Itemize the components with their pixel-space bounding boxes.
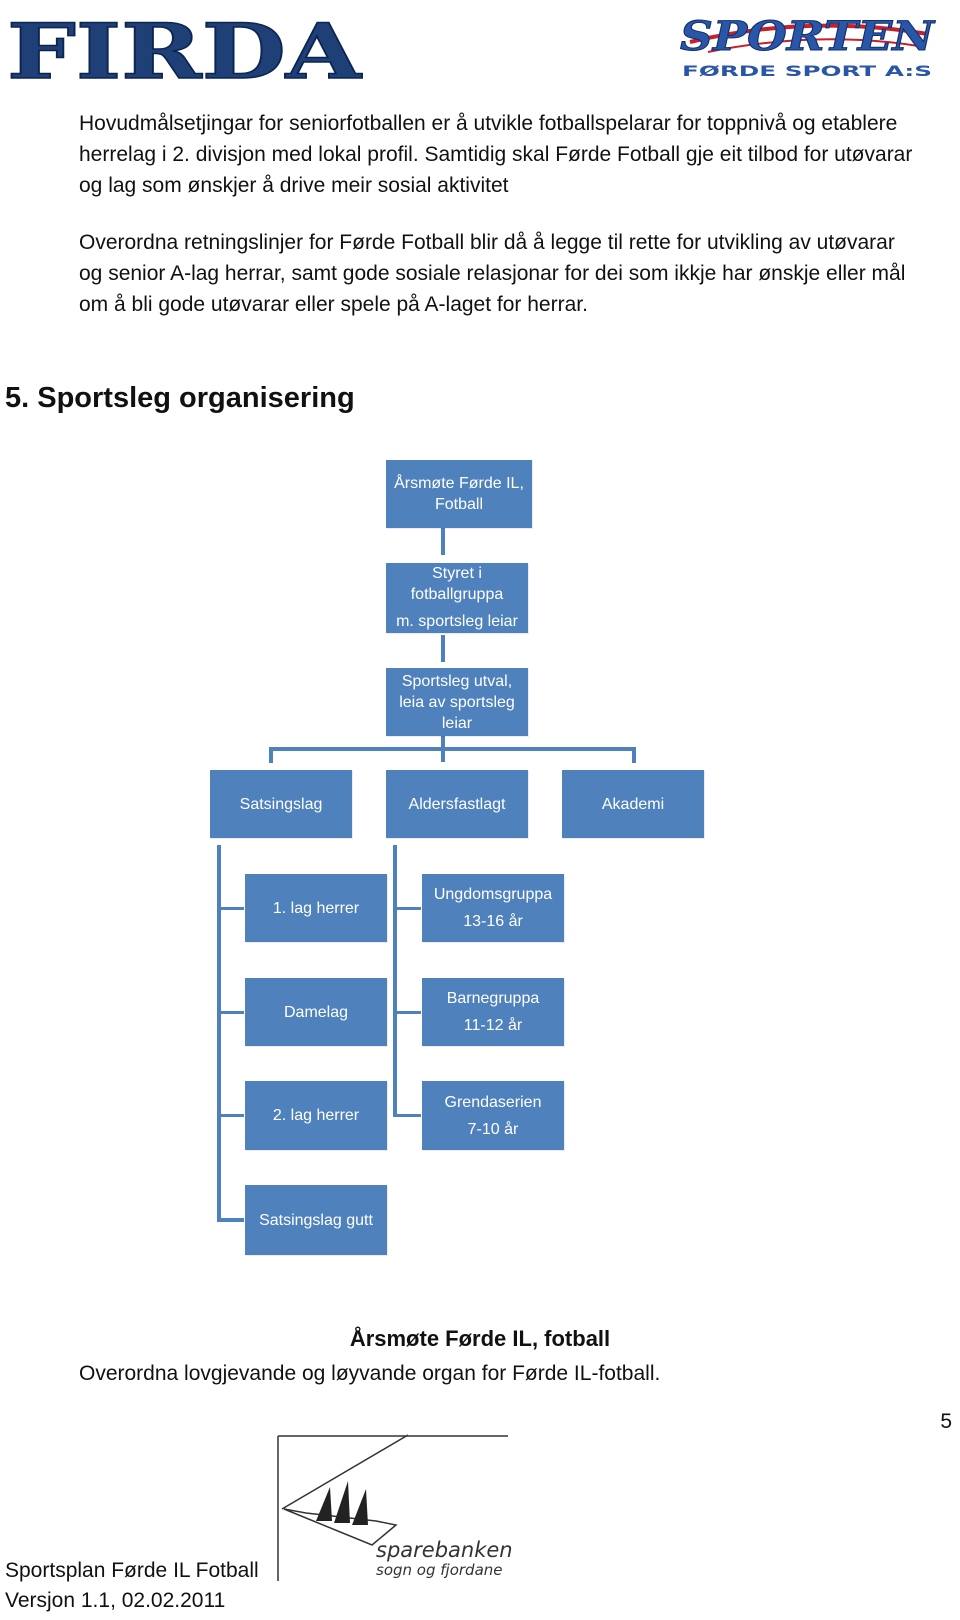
org-box-ungdomsgruppa: Ungdomsgruppa 13-16 år [422,874,564,942]
org-box-akademi: Akademi [562,770,704,838]
connector-satsingslag-trunk [217,845,221,1222]
arsmote-subheading: Årsmøte Førde IL, fotball [349,1326,611,1351]
sporten-logo-subtext: FØRDE SPORT A:S [682,64,932,80]
org-box-grende-label: Grendaserien [444,1093,542,1111]
connector-grende [393,1114,421,1117]
org-box-grendaserien: Grendaserien 7-10 år [422,1081,564,1150]
org-box-ungdom-label: Ungdomsgruppa [433,886,553,903]
org-box-lag2-label: 2. lag herrer [272,1107,360,1124]
org-box-satsingslag-label: Satsingslag [239,795,323,813]
org-box-barnegruppa: Barnegruppa 11-12 år [422,978,564,1046]
org-box-arsmote: Årsmøte Førde IL, Fotball [386,460,532,528]
connector-satsingslag-gutt [217,1218,244,1222]
org-box-aldersfastlagt: Aldersfastlagt [386,770,528,838]
org-box-lag1: 1. lag herrer [245,874,387,942]
firda-logo: FIRDA [5,6,365,97]
org-box-barne-label: Barnegruppa [446,990,540,1007]
org-box-barne-age: 11-12 år [463,1017,523,1034]
org-box-akademi-label: Akademi [601,795,665,813]
section-heading: 5. Sportsleg organisering [5,382,355,414]
connector-right-drop [632,747,636,763]
org-box-utval-label: Sportsleg utval, leia av sportsleg leiar [399,672,515,732]
org-box-lag2: 2. lag herrer [245,1081,387,1150]
document-title: Sportsplan Førde IL Fotball [5,1559,259,1582]
org-box-satsingslag: Satsingslag [210,770,352,838]
org-box-styret-sub: m. sportsleg leiar [396,613,518,630]
page-number: 5 [940,1410,952,1433]
connector-lag2 [217,1114,244,1117]
sponsor-main-text: sparebanken [376,1538,513,1562]
org-box-satsingslag-gutt: Satsingslag gutt [245,1185,387,1255]
org-box-styret: Styret i fotballgruppa m. sportsleg leia… [386,563,528,633]
org-box-lag1-label: 1. lag herrer [272,899,360,917]
connector-arsmote-styret [441,528,445,555]
connector-damelag [217,1011,244,1014]
connector-left-drop [269,747,273,763]
sponsor-sub-text: sogn og fjordane [376,1561,503,1579]
connector-lag1 [217,907,244,910]
org-box-grende-age: 7-10 år [467,1120,519,1138]
org-box-aldersfastlagt-label: Aldersfastlagt [408,795,506,813]
connector-horizontal-bar [269,747,636,751]
connector-styret-utval [441,635,445,662]
intro-paragraph-1: Hovudmålsetjingar for seniorfotballen er… [79,112,913,197]
org-box-satsingslag-gutt-label: Satsingslag gutt [259,1211,373,1229]
firda-logo-text: FIRDA [7,14,362,86]
sparebanken-logo: sparebanken sogn og fjordane [276,1433,514,1583]
org-box-damelag: Damelag [245,978,387,1046]
org-box-styret-label: Styret i fotballgruppa [410,565,504,603]
arsmote-description: Overordna lovgjevande og løyvande organ … [79,1362,661,1385]
connector-aldersfastlagt-trunk [393,845,397,1117]
org-box-sportsleg-utval: Sportsleg utval, leia av sportsleg leiar [386,668,528,736]
sporten-logo-text: SPORTEN [680,13,936,60]
intro-paragraph-2: Overordna retningslinjer for Førde Fotba… [79,231,906,316]
org-box-arsmote-label: Årsmøte Førde IL, Fotball [394,475,524,513]
connector-barne [393,1011,421,1014]
org-box-damelag-label: Damelag [283,1003,349,1021]
document-version: Versjon 1.1, 02.02.2011 [5,1589,226,1612]
sporten-logo: SPORTEN FØRDE SPORT A:S [678,6,938,82]
connector-ungdom [393,907,421,910]
org-box-ungdom-age: 13-16 år [463,913,523,930]
